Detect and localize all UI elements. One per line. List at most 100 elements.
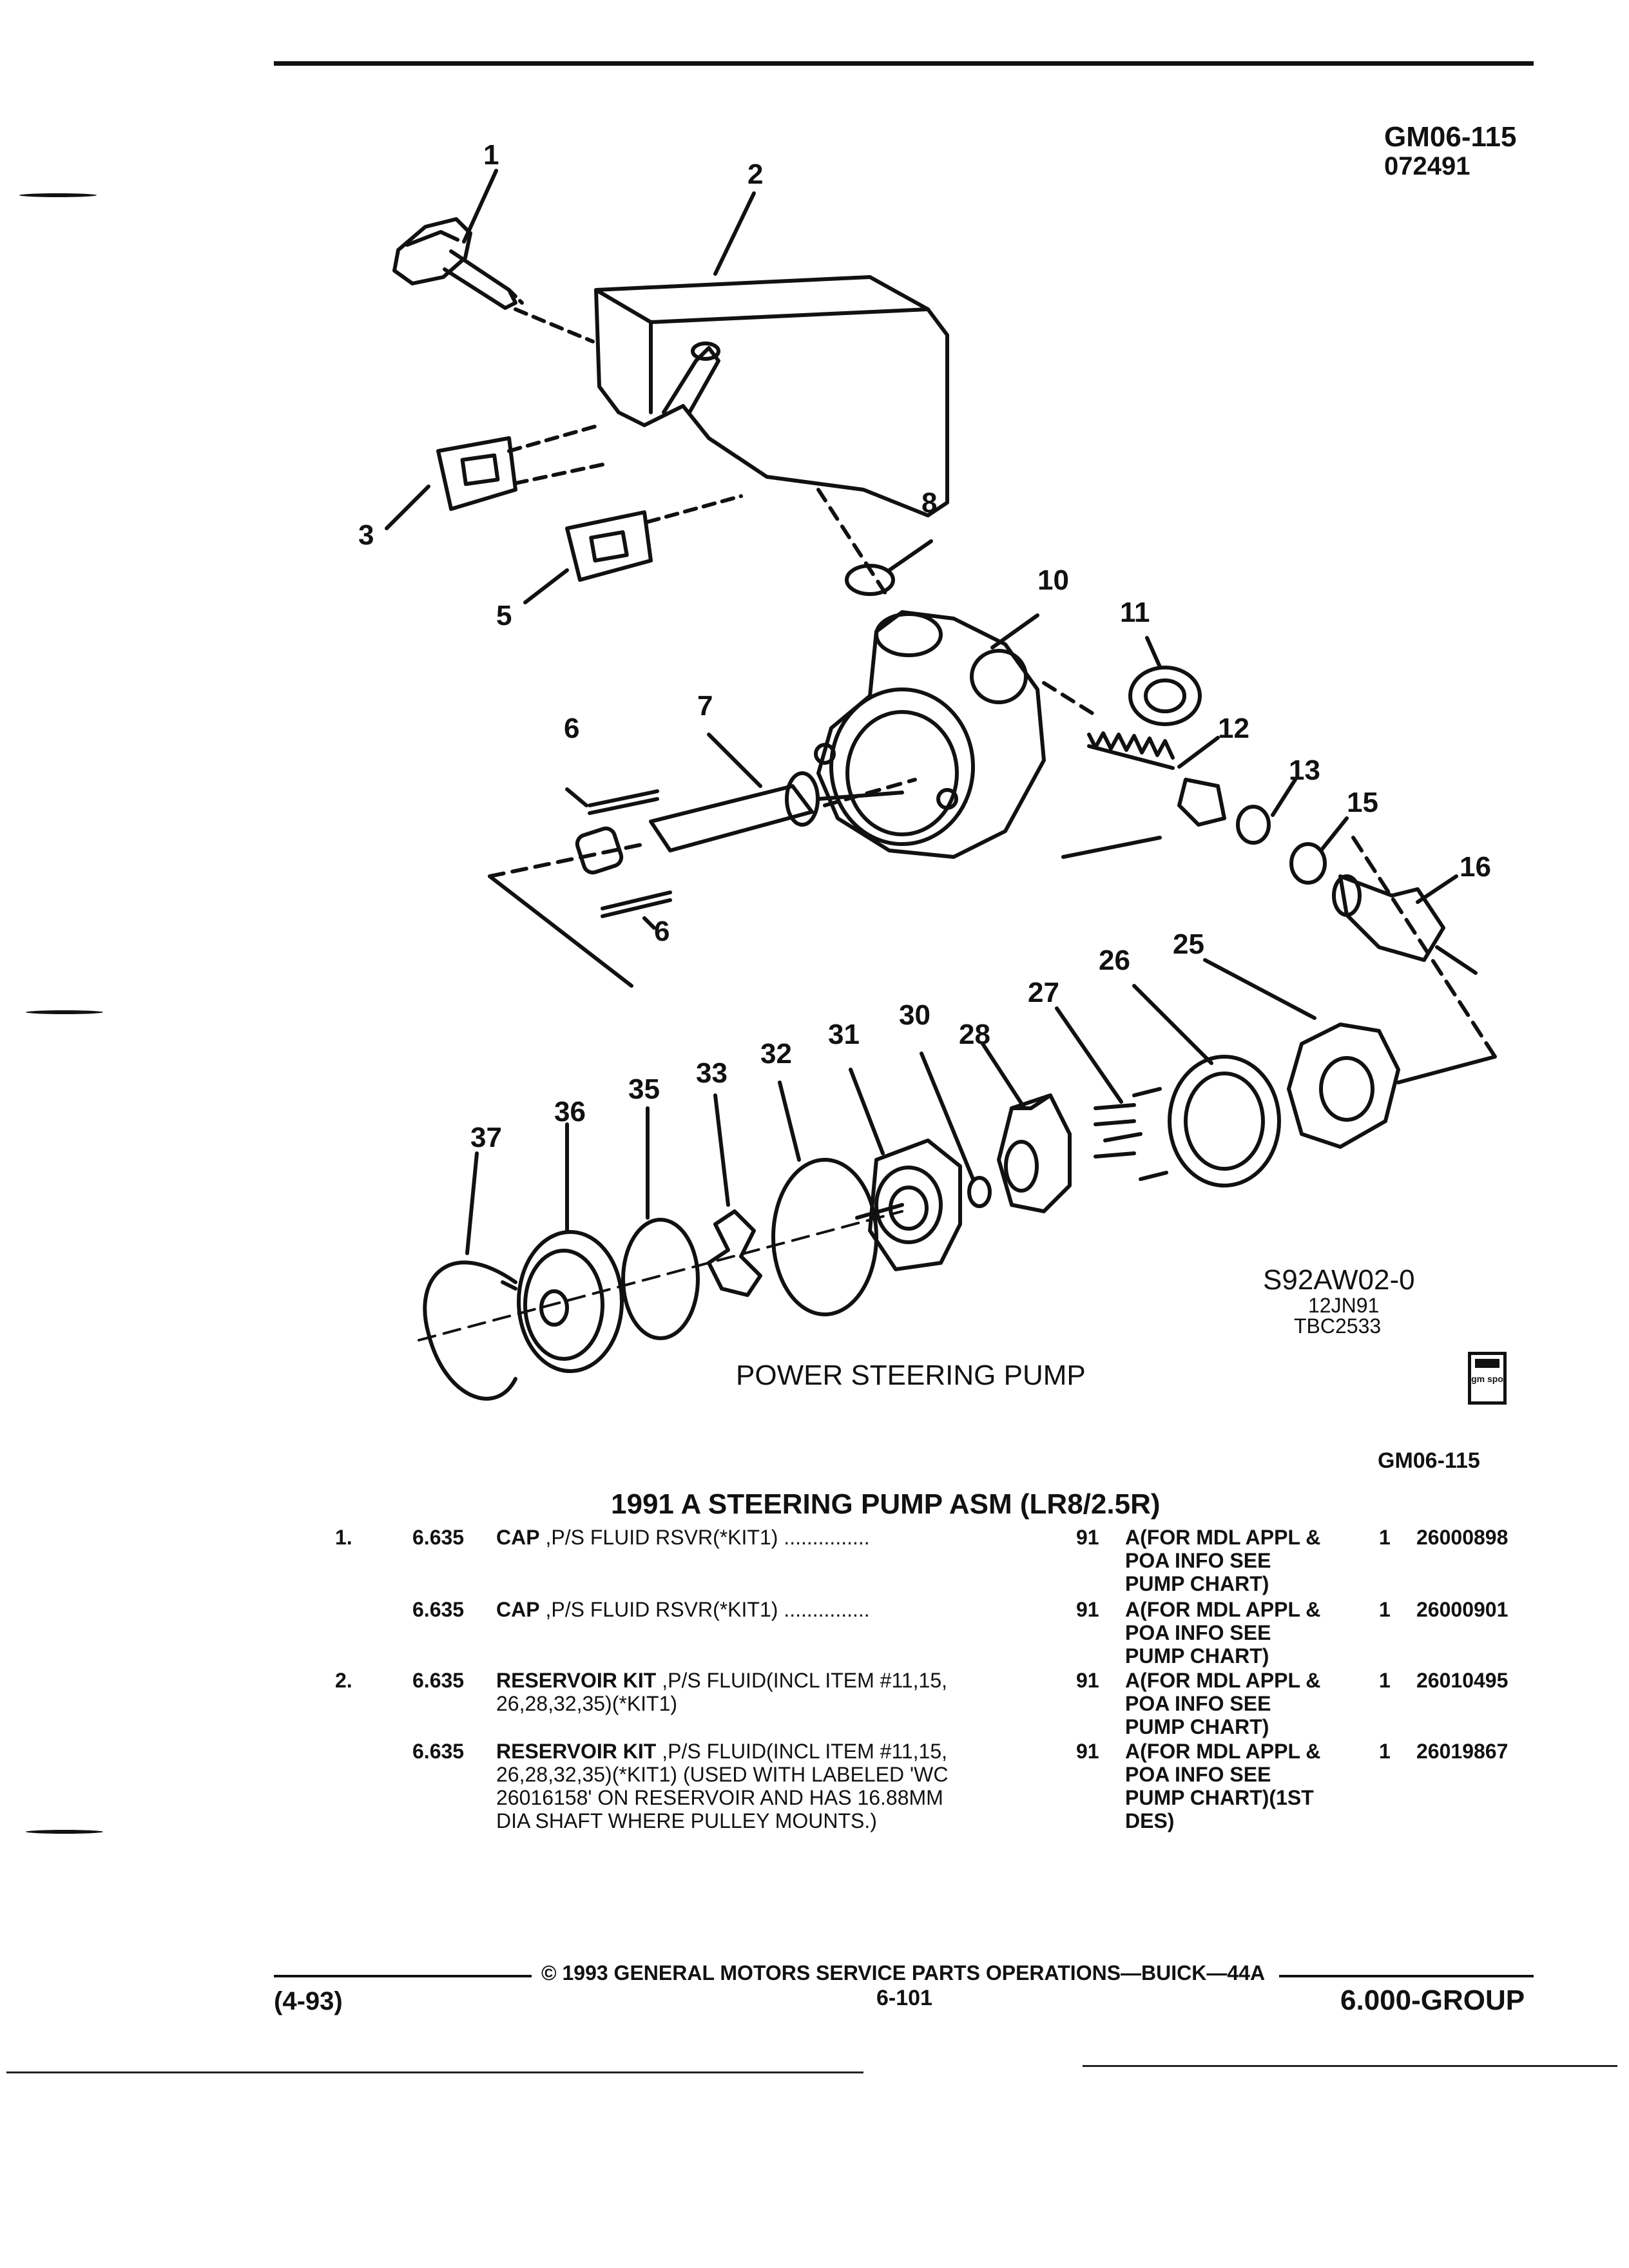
- application-notes: A(FOR MDL APPL & POA INFO SEE PUMP CHART…: [1125, 1526, 1321, 1595]
- part-37-retaining-ring: [418, 1210, 903, 1401]
- callout-15: 15: [1347, 787, 1378, 818]
- part-16-fitting: [1332, 874, 1478, 975]
- logo-text: gm spo: [1471, 1374, 1503, 1384]
- item-number: 2.: [335, 1669, 352, 1692]
- callout-28: 28: [959, 1019, 990, 1050]
- gm-spo-logo: gm spo: [1468, 1352, 1507, 1405]
- part-36-end-plate: [517, 1230, 624, 1373]
- part-12-spring: [1087, 731, 1175, 770]
- part-description: ,P/S FLUID(INCL ITEM #11,15, 26,28,32,35…: [496, 1669, 948, 1715]
- part-1-cap: [392, 217, 524, 310]
- part-description: ,P/S FLUID RSVR(*KIT1) ...............: [539, 1526, 870, 1549]
- binder-mark: [19, 193, 97, 197]
- application-notes: A(FOR MDL APPL & POA INFO SEE PUMP CHART…: [1125, 1740, 1321, 1832]
- callout-35: 35: [628, 1073, 660, 1105]
- callout-33: 33: [696, 1057, 728, 1089]
- part-number: 26000898: [1416, 1526, 1509, 1549]
- callout-30: 30: [899, 999, 930, 1031]
- callout-36: 36: [554, 1096, 586, 1128]
- quantity: 1: [1379, 1740, 1391, 1763]
- part-6-pin-upper: [588, 789, 659, 815]
- date-code: (4-93): [274, 1987, 343, 2015]
- callout-5: 5: [496, 600, 512, 631]
- part-5-bracket: [565, 494, 743, 582]
- callout-13: 13: [1289, 754, 1320, 786]
- scan-rule: [6, 2071, 863, 2073]
- part-number: 26010495: [1416, 1669, 1509, 1692]
- exploded-view-illustration: 1 2 3 5 8 10 11 12 13 15 16 6 7 6 25 26 …: [358, 139, 1497, 1401]
- art-ref: TBC2533: [1294, 1314, 1382, 1338]
- part-10-pump-body: [814, 610, 1097, 859]
- part-7-shaft: [575, 771, 917, 875]
- callout-3: 3: [358, 519, 374, 551]
- callout-32: 32: [760, 1038, 792, 1070]
- figure-ref-code: GM06-115: [1384, 121, 1517, 153]
- item-number: 1.: [335, 1526, 352, 1549]
- part-description: ,P/S FLUID RSVR(*KIT1) ...............: [539, 1598, 870, 1621]
- part-3-bracket: [436, 423, 608, 511]
- catalog-ref-code: GM06-115: [1378, 1448, 1480, 1473]
- callout-11: 11: [1120, 597, 1150, 628]
- part-11-seal: [1128, 666, 1202, 726]
- copyright-line: © 1993 GENERAL MOTORS SERVICE PARTS OPER…: [541, 1961, 1266, 1984]
- binder-mark: [26, 1830, 103, 1834]
- art-date: 12JN91: [1308, 1294, 1380, 1317]
- part-26-cam-ring: [1168, 1055, 1281, 1187]
- figure-caption: POWER STEERING PUMP: [736, 1360, 1086, 1391]
- part-13-valve: [1177, 778, 1271, 845]
- group-number: 6.635: [412, 1740, 465, 1763]
- part-30-ring: [967, 1176, 992, 1208]
- part-28-rotor: [997, 1093, 1072, 1213]
- group-number: 6.635: [412, 1598, 465, 1621]
- top-rule: [274, 61, 1534, 66]
- part-name: RESERVOIR KIT: [496, 1669, 657, 1692]
- application-notes: A(FOR MDL APPL & POA INFO SEE PUMP CHART…: [1125, 1669, 1321, 1738]
- callout-16: 16: [1460, 851, 1491, 883]
- group-number: 6.635: [412, 1669, 465, 1692]
- callout-2: 2: [747, 159, 763, 190]
- callout-1: 1: [483, 139, 499, 171]
- part-description: ,P/S FLUID(INCL ITEM #11,15, 26,28,32,35…: [496, 1740, 949, 1832]
- callout-8: 8: [921, 487, 937, 519]
- part-name: CAP: [496, 1598, 540, 1621]
- model-code: 91: [1076, 1598, 1099, 1621]
- callout-7: 7: [697, 690, 713, 722]
- footer-rule-right: [1279, 1975, 1534, 1977]
- quantity: 1: [1379, 1526, 1391, 1549]
- part-27-vanes: [1094, 1087, 1168, 1181]
- part-33-clip: [707, 1209, 762, 1297]
- callout-10: 10: [1037, 564, 1069, 596]
- catalog-title: 1991 A STEERING PUMP ASM (LR8/2.5R): [611, 1488, 1161, 1520]
- part-name: CAP: [496, 1526, 540, 1549]
- application-notes: A(FOR MDL APPL & POA INFO SEE PUMP CHART…: [1125, 1598, 1321, 1667]
- callout-6b: 6: [654, 916, 670, 947]
- callout-26: 26: [1099, 945, 1130, 976]
- quantity: 1: [1379, 1598, 1391, 1621]
- part-15-oring: [1289, 842, 1327, 885]
- quantity: 1: [1379, 1669, 1391, 1692]
- part-8-oring: [816, 488, 895, 601]
- callout-27: 27: [1028, 977, 1059, 1008]
- group-number: 6.635: [412, 1526, 465, 1549]
- footer-rule-left: [274, 1975, 532, 1977]
- page-number: 6-101: [876, 1986, 932, 2010]
- part-6-pin-lower: [601, 890, 672, 918]
- model-code: 91: [1076, 1669, 1099, 1692]
- part-2-reservoir: [514, 275, 949, 517]
- art-id: S92AW02-0: [1263, 1264, 1415, 1296]
- group-label: 6.000-GROUP: [1340, 1984, 1525, 2016]
- part-35-oring: [621, 1218, 700, 1340]
- callout-31: 31: [828, 1019, 860, 1050]
- model-code: 91: [1076, 1526, 1099, 1549]
- figure-ref-date: 072491: [1384, 152, 1470, 180]
- part-32-oring: [771, 1158, 878, 1316]
- scan-rule: [1083, 2065, 1617, 2067]
- part-number: 26000901: [1416, 1598, 1509, 1621]
- part-25-pressure-plate: [1287, 1023, 1497, 1149]
- callout-6a: 6: [564, 713, 579, 744]
- model-code: 91: [1076, 1740, 1099, 1763]
- binder-mark: [26, 1010, 103, 1014]
- callout-25: 25: [1173, 928, 1204, 960]
- part-31-thrust-plate: [855, 1139, 962, 1271]
- callout-12: 12: [1218, 713, 1249, 744]
